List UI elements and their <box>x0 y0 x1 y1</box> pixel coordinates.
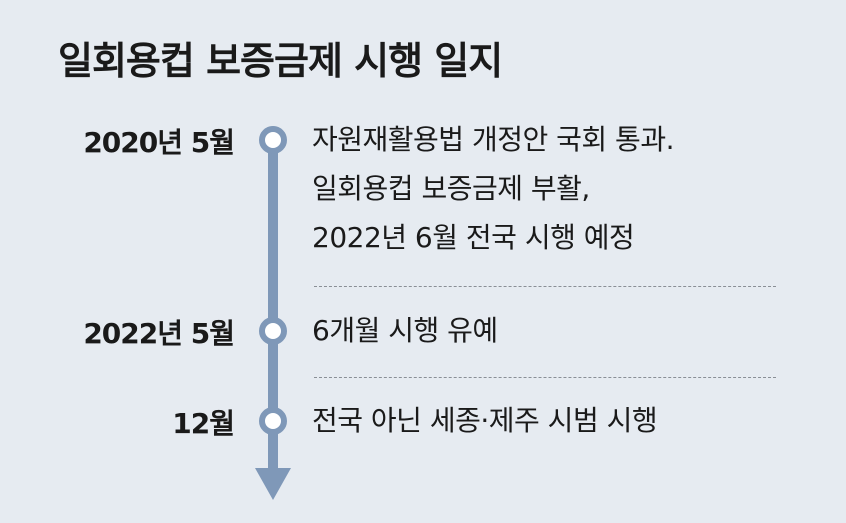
event-desc-3-line-1: 전국 아닌 세종·제주 시범 시행 <box>312 404 658 437</box>
event-date-2: 2022년 5월 <box>83 317 235 350</box>
divider-1 <box>314 286 776 287</box>
event-desc-1-line-3: 2022년 6월 전국 시행 예정 <box>312 221 635 254</box>
page-title: 일회용컵 보증금제 시행 일지 <box>58 39 503 83</box>
event-desc-2: 6개월 시행 유예 <box>312 306 498 355</box>
timeline-marker-2 <box>259 317 287 345</box>
event-desc-1-line-1: 자원재활용법 개정안 국회 통과. <box>312 123 674 156</box>
event-desc-3: 전국 아닌 세종·제주 시범 시행 <box>312 396 658 445</box>
divider-2 <box>314 377 776 378</box>
event-date-1: 2020년 5월 <box>83 126 235 159</box>
event-date-3: 12월 <box>172 407 235 440</box>
event-desc-2-line-1: 6개월 시행 유예 <box>312 314 498 347</box>
event-desc-1: 자원재활용법 개정안 국회 통과. 일회용컵 보증금제 부활, 2022년 6월… <box>312 115 674 262</box>
event-desc-1-line-2: 일회용컵 보증금제 부활, <box>312 172 590 205</box>
timeline-marker-3 <box>259 407 287 435</box>
timeline-marker-1 <box>259 126 287 154</box>
timeline-arrowhead <box>255 468 291 500</box>
